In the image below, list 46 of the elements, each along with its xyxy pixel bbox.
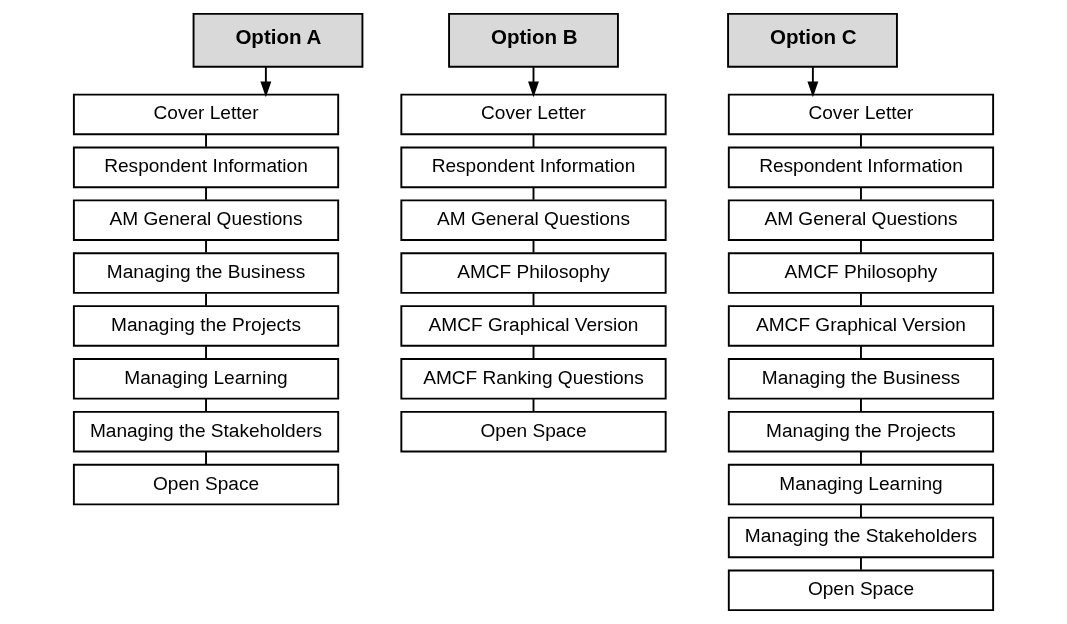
node-box: Managing the Stakeholders <box>72 410 340 453</box>
node-box: AMCF Philosophy <box>400 252 667 294</box>
node-box: AM General Questions <box>400 199 667 241</box>
node-box: AMCF Graphical Version <box>727 305 995 347</box>
connector <box>205 398 207 413</box>
node-box: Respondent Information <box>400 146 667 189</box>
node-box: AM General Questions <box>727 199 995 241</box>
node-box: AMCF Graphical Version <box>400 305 667 347</box>
node-box: Cover Letter <box>400 93 667 136</box>
node-box: Open Space <box>727 569 995 612</box>
connector <box>205 451 207 465</box>
connector <box>860 451 862 465</box>
node-box: Cover Letter <box>72 93 340 136</box>
arrow <box>260 66 272 98</box>
node-box: Respondent Information <box>72 146 340 189</box>
connector <box>860 239 862 254</box>
node-box: Open Space <box>72 463 340 506</box>
node-box: Option A <box>192 12 364 68</box>
connector <box>860 398 862 413</box>
node-box: Managing Learning <box>72 358 340 400</box>
node-box: Respondent Information <box>727 146 995 189</box>
node-box: Managing Learning <box>727 463 995 506</box>
connector <box>205 239 207 254</box>
node-box: Managing the Business <box>72 252 340 294</box>
node-box: Managing the Projects <box>727 410 995 453</box>
connector <box>860 186 862 201</box>
connector <box>205 133 207 148</box>
node-box: Managing the Projects <box>72 305 340 347</box>
node-box: AMCF Ranking Questions <box>400 358 667 400</box>
connector <box>205 186 207 201</box>
connector <box>860 503 862 518</box>
node-box: AMCF Philosophy <box>727 252 995 294</box>
connector <box>860 556 862 571</box>
connector <box>205 292 207 307</box>
node-box: Option C <box>727 12 898 68</box>
node-box: Open Space <box>400 410 667 453</box>
connector <box>205 345 207 360</box>
node-box: AM General Questions <box>72 199 340 241</box>
node-box: Managing the Business <box>727 358 995 400</box>
node-box: Option B <box>448 12 619 68</box>
connector <box>860 133 862 148</box>
node-box: Cover Letter <box>727 93 995 136</box>
node-box: Managing the Stakeholders <box>727 516 995 559</box>
arrow <box>807 66 819 98</box>
connector <box>860 345 862 360</box>
connector <box>860 292 862 307</box>
